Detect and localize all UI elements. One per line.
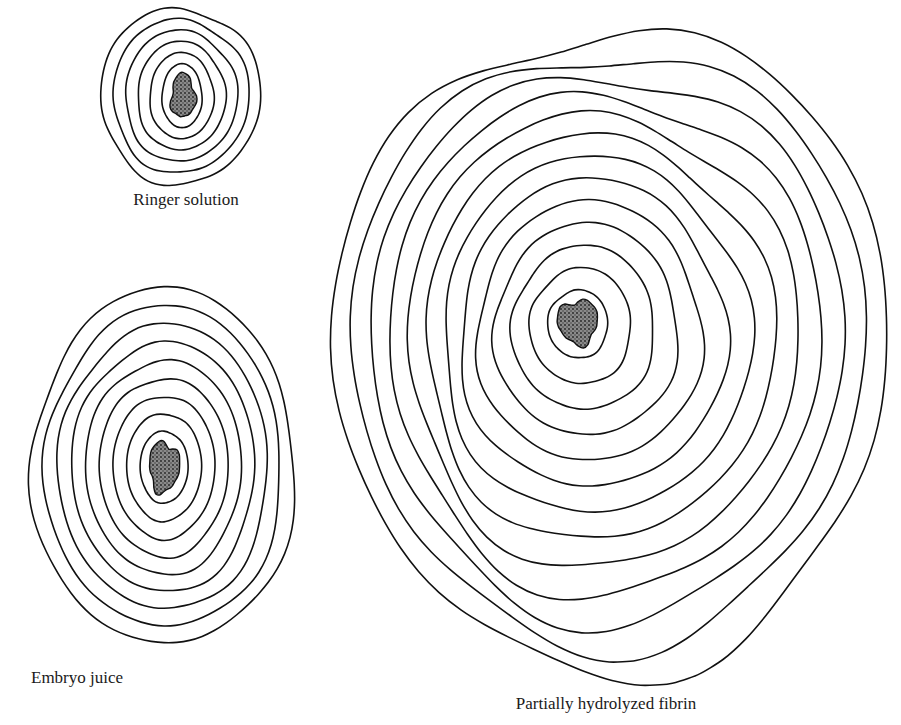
growth-ring [476, 200, 705, 460]
growth-ring [42, 305, 279, 626]
growth-ring [113, 18, 249, 172]
growth-ring [548, 290, 608, 358]
growth-ring [426, 133, 777, 537]
growth-ring [101, 8, 261, 186]
growth-ring [371, 78, 845, 633]
figure-label: Partially hydrolyzed fibrin [513, 694, 699, 714]
growth-ring [138, 41, 226, 150]
growth-ring [57, 323, 267, 608]
growth-ring [127, 414, 202, 522]
growth-ring [462, 178, 731, 486]
growth-ring [28, 287, 294, 643]
growth-ring [86, 360, 242, 575]
figure-label: Embryo juice [28, 668, 126, 688]
growth-ring [492, 222, 678, 434]
growth-ring [529, 267, 631, 383]
growth-ring [150, 52, 214, 138]
growth-ring [330, 29, 886, 685]
explant-blob [557, 299, 597, 348]
growth-ring [446, 156, 755, 512]
growth-ring [72, 341, 255, 591]
growth-rings [28, 8, 886, 686]
growth-ring [113, 398, 215, 541]
growth-ring [510, 245, 653, 409]
growth-ring [126, 30, 238, 161]
growth-ring [407, 111, 798, 566]
figure-label: Ringer solution [130, 190, 241, 210]
growth-ring [99, 379, 228, 558]
growth-ring [140, 431, 188, 503]
growth-ring [162, 64, 202, 128]
explant-blobs [150, 72, 598, 495]
explant-blob [170, 72, 197, 116]
growth-ring [350, 62, 866, 662]
growth-ring [390, 92, 822, 600]
explant-blob [150, 441, 180, 495]
